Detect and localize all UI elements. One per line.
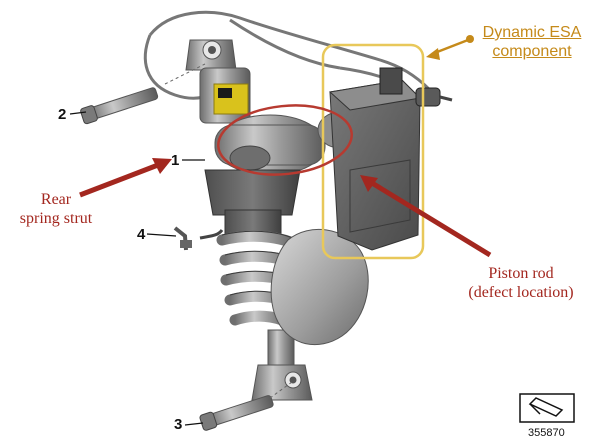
- damper-body: [204, 169, 301, 241]
- piston-rod-line-2: (defect location): [468, 284, 574, 301]
- esa-component-label: Dynamic ESA component: [472, 23, 592, 61]
- esa-actuator: [328, 67, 453, 251]
- part-number-3: 3: [174, 416, 183, 433]
- esa-highlight-box: [321, 43, 425, 260]
- part-number-2: 2: [58, 106, 67, 123]
- lower-eye: [251, 329, 313, 401]
- piston-rod-line-1: Piston rod: [488, 265, 554, 282]
- rear-spring-strut-line-2: spring strut: [19, 210, 93, 227]
- gold-arrow: [426, 35, 474, 60]
- esa-component-line-2: component: [492, 43, 572, 60]
- part-number-1: 1: [171, 152, 180, 169]
- spring-shield: [270, 228, 369, 346]
- esa-component-line-1: Dynamic ESA: [482, 24, 582, 41]
- arrow-rear-strut-head: [152, 158, 172, 174]
- top-mount: [185, 39, 237, 71]
- upper-body: [199, 67, 251, 124]
- leader-lines: [69, 111, 205, 426]
- bolt-bottom: [199, 395, 274, 431]
- rear-spring-strut-label: Rear spring strut: [6, 190, 106, 228]
- bolt-top: [80, 87, 159, 125]
- arrow-rear-strut: [79, 162, 159, 198]
- red-arrows: [79, 162, 492, 258]
- piston-rod-label: Piston rod (defect location): [446, 264, 596, 302]
- rear-spring-strut-line-1: Rear: [40, 191, 72, 208]
- arrow-piston-rod-head: [360, 175, 378, 192]
- sensor-part: [173, 226, 224, 251]
- defect-highlight-ellipse: [217, 104, 353, 176]
- doc-reference-icon: [519, 393, 575, 423]
- reference-number: 355870: [528, 427, 565, 439]
- part-number-4: 4: [137, 226, 146, 243]
- arrow-piston-rod: [370, 180, 492, 258]
